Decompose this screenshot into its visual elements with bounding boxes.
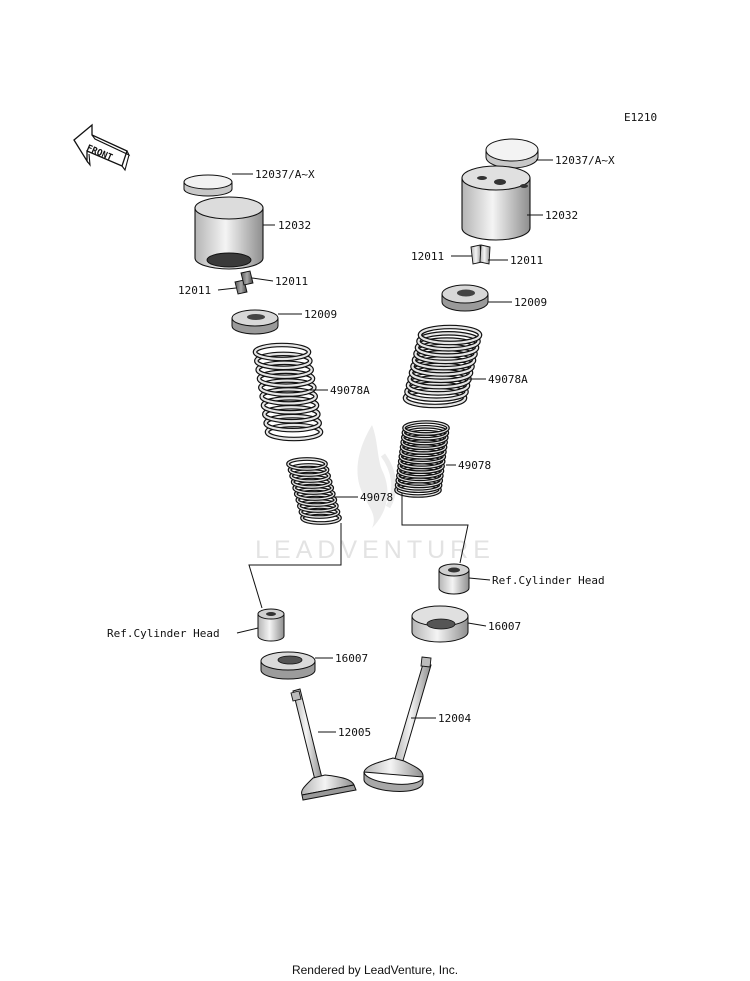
label-right-valve: 12004 bbox=[438, 712, 471, 725]
label-right-seal: 16007 bbox=[488, 620, 521, 633]
left-outer-spring bbox=[252, 342, 324, 442]
right-valve-seal bbox=[411, 605, 469, 643]
right-shim bbox=[485, 138, 539, 169]
label-left-retainer: 12009 bbox=[304, 308, 337, 321]
right-outer-spring bbox=[402, 324, 483, 409]
right-valve-assembly bbox=[363, 138, 539, 792]
label-left-outer-spring: 49078A bbox=[330, 384, 370, 397]
label-right-outer-spring: 49078A bbox=[488, 373, 528, 386]
label-left-inner-spring: 49078 bbox=[360, 491, 393, 504]
label-left-valve: 12005 bbox=[338, 726, 371, 739]
label-left-ref-cylinder-head: Ref.Cylinder Head bbox=[107, 627, 220, 640]
right-valve bbox=[363, 656, 432, 792]
label-right-cotter-a: 12011 bbox=[411, 250, 444, 263]
label-left-seal: 16007 bbox=[335, 652, 368, 665]
left-valve-assembly bbox=[183, 174, 357, 801]
right-tappet bbox=[461, 165, 531, 241]
label-right-shim: 12037/A~X bbox=[555, 154, 615, 167]
right-cotters bbox=[470, 244, 491, 265]
left-valve-guide bbox=[257, 608, 285, 642]
label-right-retainer: 12009 bbox=[514, 296, 547, 309]
diagram-code: E1210 bbox=[624, 111, 657, 124]
left-valve-seal bbox=[260, 651, 316, 680]
left-cotters bbox=[234, 270, 254, 295]
label-left-shim: 12037/A~X bbox=[255, 168, 315, 181]
right-valve-guide bbox=[438, 563, 470, 595]
front-arrow-icon: FRONT bbox=[73, 123, 131, 172]
watermark-text: LEADVENTURE bbox=[255, 536, 495, 564]
left-inner-spring bbox=[286, 457, 342, 525]
right-inner-spring bbox=[394, 420, 450, 498]
left-cylinder-head-ref-line bbox=[248, 523, 342, 609]
left-valve bbox=[290, 688, 357, 801]
left-tappet bbox=[194, 196, 264, 270]
label-right-cotter-b: 12011 bbox=[510, 254, 543, 267]
right-cylinder-head-ref-line bbox=[401, 493, 469, 564]
label-right-inner-spring: 49078 bbox=[458, 459, 491, 472]
watermark: LEADVENTURE bbox=[255, 425, 495, 564]
label-right-ref-cylinder-head: Ref.Cylinder Head bbox=[492, 574, 605, 587]
left-retainer bbox=[231, 309, 279, 335]
label-right-tappet: 12032 bbox=[545, 209, 578, 222]
leader-lines bbox=[217, 159, 553, 733]
left-shim bbox=[183, 174, 233, 197]
right-retainer bbox=[441, 284, 489, 312]
label-left-cotter-a: 12011 bbox=[275, 275, 308, 288]
label-left-tappet: 12032 bbox=[278, 219, 311, 232]
footer-credit: Rendered by LeadVenture, Inc. bbox=[291, 963, 459, 977]
label-left-cotter-b: 12011 bbox=[178, 284, 211, 297]
